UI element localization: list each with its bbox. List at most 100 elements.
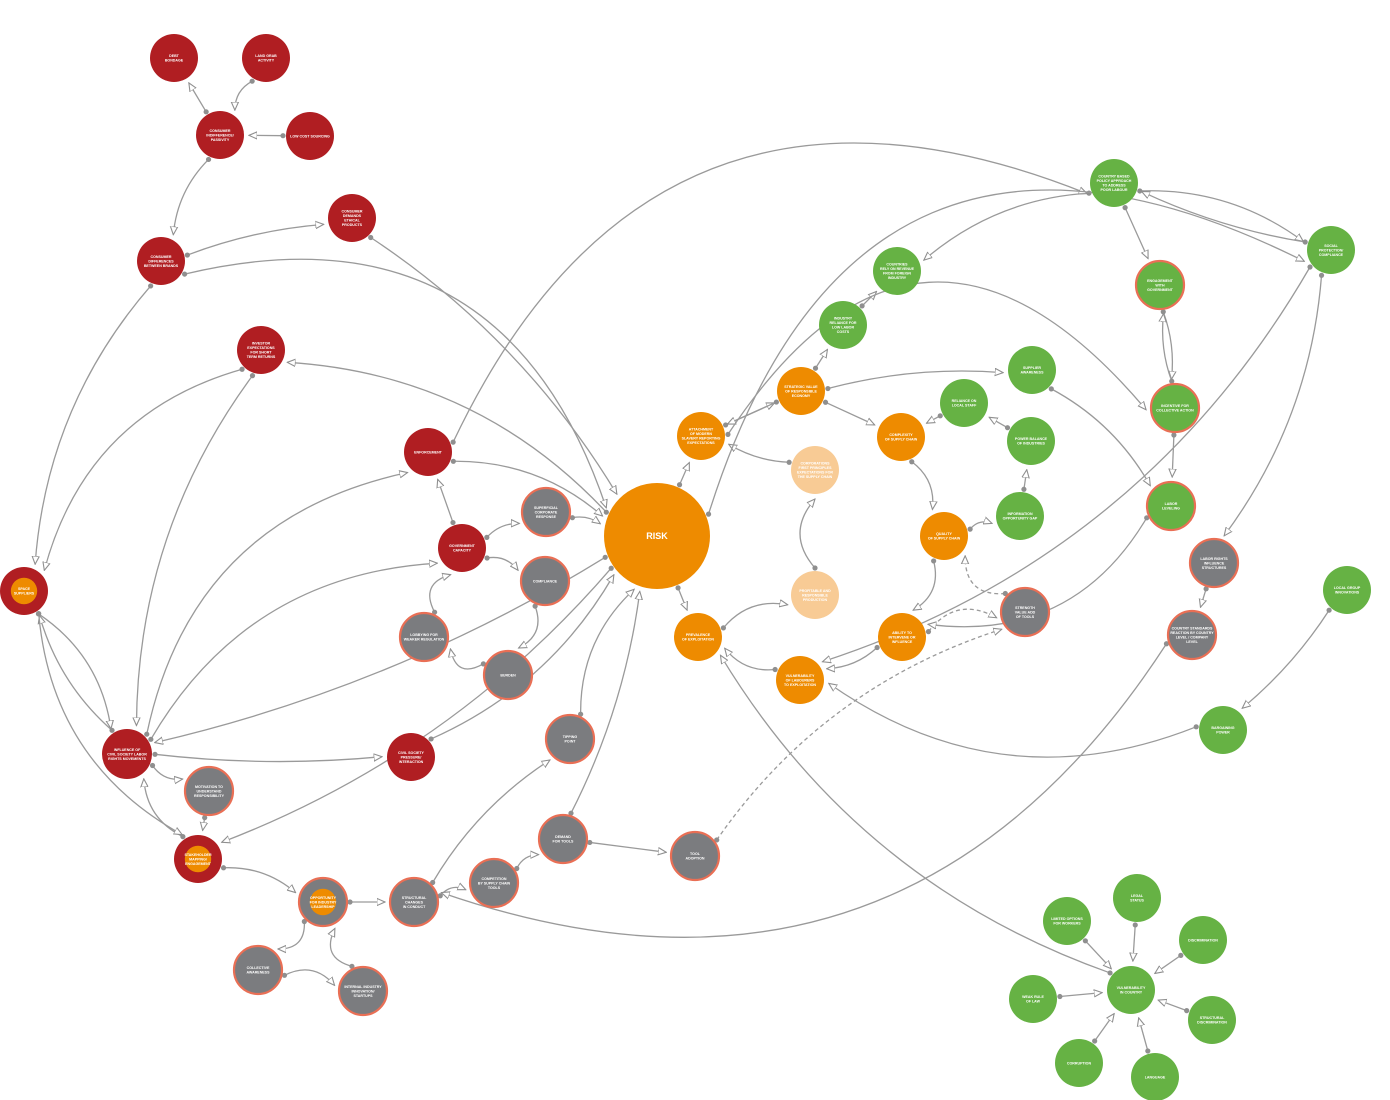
edge-lobbying-to-govcapacity [429,575,451,613]
edge-quality-to-information [969,522,992,530]
edge-structural-to-tippingpoint [432,760,550,883]
edge-origin-dot [909,459,915,465]
edge-origin-dot [874,644,880,651]
edge-origin-dot [280,133,286,139]
node-language[interactable]: LANGUAGE [1131,1053,1179,1100]
node-label: RISK [646,531,668,541]
node-burden[interactable]: BURDEN [482,649,534,701]
edge-industrysec-to-opportunity [330,928,353,967]
edge-origin-dot [1048,386,1054,392]
edge-origin-dot [249,373,256,379]
edge-origin-dot [148,736,154,742]
node-circle [1145,480,1197,532]
node-circle [1188,537,1240,589]
node-circle [1113,874,1161,922]
node-circle [791,571,839,619]
node-circle [878,613,926,661]
node-discrim[interactable]: DISCRIMINATION [1179,916,1227,964]
node-circle [819,301,867,349]
edge-structdisc-to-vulncountry [1158,1000,1187,1012]
node-circle [873,247,921,295]
node-enforcement[interactable]: ENFORCEMENT [404,428,452,476]
edge-origin-dot [182,271,188,277]
node-risk[interactable]: RISK [604,483,710,589]
node-circle [1043,897,1091,945]
node-compliance[interactable]: COMPLIANCE [519,555,571,607]
edge-origin-dot [1326,607,1332,613]
edge-govcapacity-to-enforcement [438,479,454,523]
edge-supplierdiv-to-laborlevel [1050,388,1150,486]
edge-enforcement-to-govforced [452,142,1087,443]
node-corruption[interactable]: CORRUPTION [1055,1039,1103,1087]
node-lowcost[interactable]: LOW COST SOURCING [286,112,334,160]
edge-origin-dot [1163,641,1170,647]
node-circle [232,944,284,996]
edge-consref-to-consethical [187,224,323,256]
node-circle [1009,975,1057,1023]
